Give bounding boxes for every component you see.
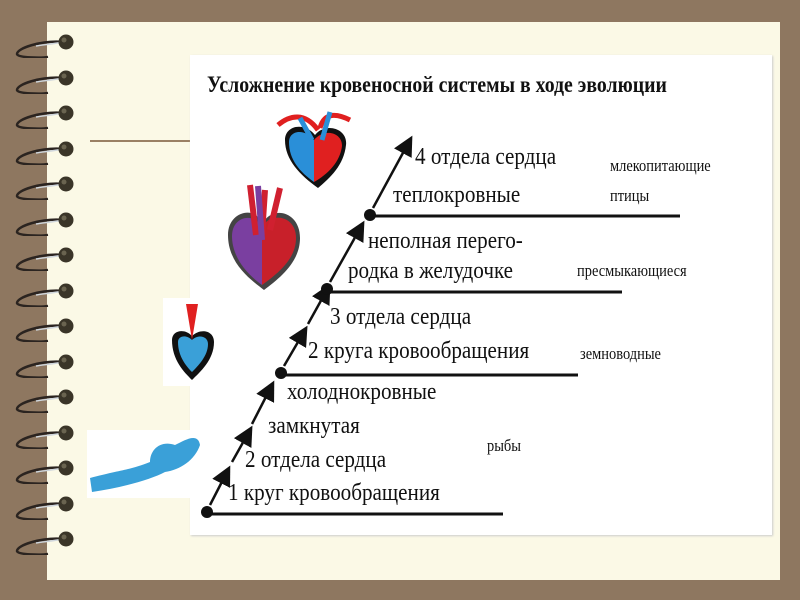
spiral-ring xyxy=(12,350,76,379)
arrow xyxy=(371,135,413,209)
spiral-ring xyxy=(12,385,76,414)
group-label-mammals: млекопитающие xyxy=(610,156,711,175)
spiral-ring xyxy=(12,421,76,450)
spiral-ring xyxy=(12,243,76,272)
arrow xyxy=(282,325,308,367)
step-label: неполная перего- xyxy=(368,228,523,254)
step-label: 2 круга кровообращения xyxy=(308,338,530,364)
step-label: 4 отдела сердца xyxy=(415,144,557,170)
mammal-heart-image xyxy=(276,111,352,188)
step-label: родка в желудочке xyxy=(348,258,514,284)
step-label: теплокровные xyxy=(393,182,521,208)
arrow xyxy=(230,425,253,463)
spiral-ring xyxy=(12,30,76,59)
arrow xyxy=(208,465,231,506)
group-label-reptiles: пресмыкающиеся xyxy=(577,261,687,280)
spiral-ring xyxy=(12,527,76,556)
arrow xyxy=(250,380,275,425)
group-label-fish: рыбы xyxy=(487,436,521,455)
spiral-ring xyxy=(12,172,76,201)
spiral-ring xyxy=(12,101,76,130)
spiral-ring xyxy=(12,314,76,343)
step-label: холоднокровные xyxy=(287,379,437,405)
level-dot xyxy=(321,283,333,295)
fish-heart-image xyxy=(87,430,202,498)
spiral-ring xyxy=(12,279,76,308)
step-label: 2 отдела сердца xyxy=(245,447,387,473)
spiral-ring xyxy=(12,208,76,237)
step-label: замкнутая xyxy=(268,413,360,439)
level-dot xyxy=(275,367,287,379)
step-label: 3 отдела сердца xyxy=(330,304,472,330)
group-label-birds: птицы xyxy=(610,186,650,205)
arrow xyxy=(328,220,365,283)
reptile-heart-image xyxy=(228,184,300,290)
page-rule-line xyxy=(90,140,190,142)
slide-title: Усложнение кровеносной системы в ходе эв… xyxy=(207,72,667,97)
spiral-ring xyxy=(12,137,76,166)
amphibian-heart-image xyxy=(163,298,223,386)
spiral-ring xyxy=(12,66,76,95)
group-label-amphibians: земноводные xyxy=(580,344,661,363)
spiral-ring xyxy=(12,456,76,485)
level-dot xyxy=(201,506,213,518)
step-label: 1 круг кровообращения xyxy=(228,480,440,506)
spiral-ring xyxy=(12,492,76,521)
level-dot xyxy=(364,209,376,221)
